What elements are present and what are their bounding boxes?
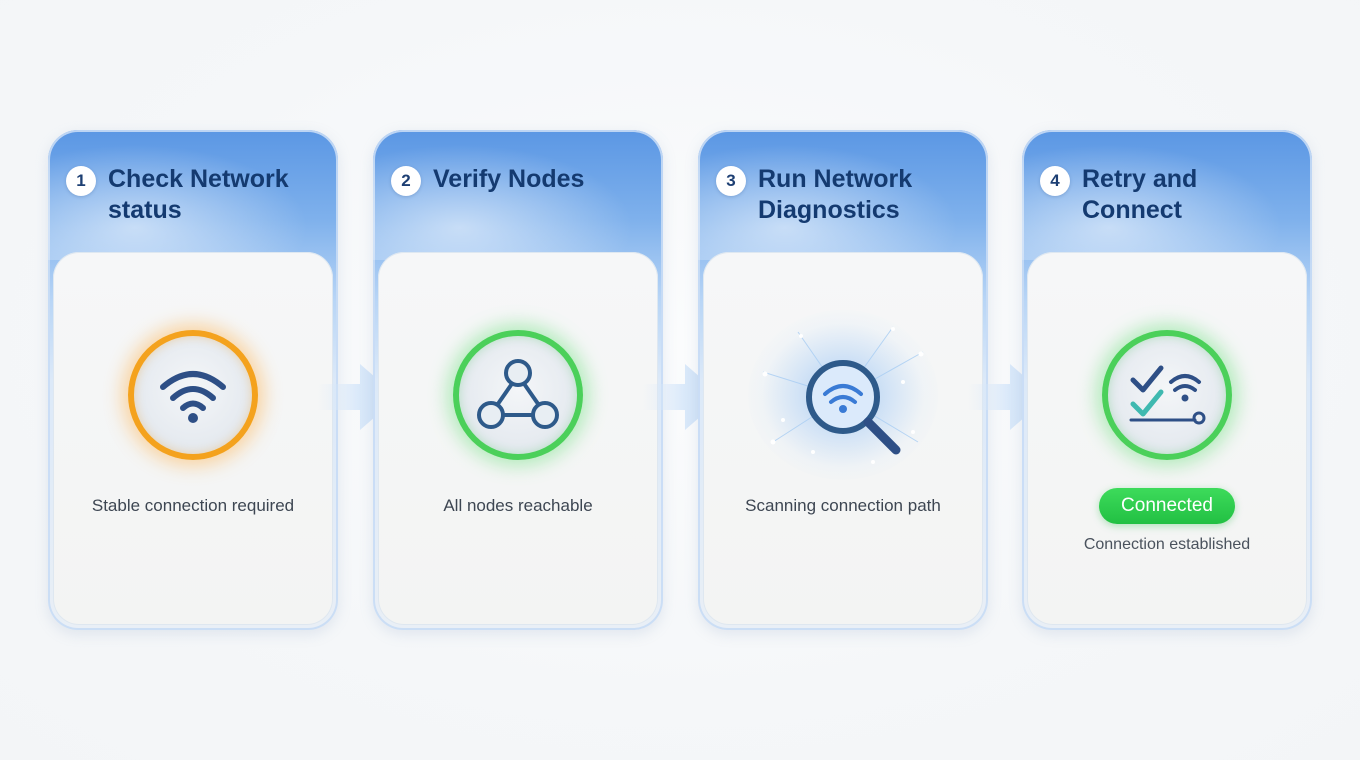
step-card-3: 3 Run Network Diagnostics [698, 130, 988, 630]
step-title: Retry and Connect [1082, 164, 1298, 226]
step-card-4: 4 Retry and Connect Connected Connection… [1022, 130, 1312, 630]
step-panel: All nodes reachable [378, 252, 658, 625]
step-panel: Connected Connection established [1027, 252, 1307, 625]
step-title-line: Verify Nodes [433, 165, 585, 193]
step-header-2: 2 Verify Nodes [391, 164, 649, 196]
step-number-badge: 4 [1040, 166, 1070, 196]
step-panel: Stable connection required [53, 252, 333, 625]
step-card-2: 2 Verify Nodes All nodes reachable [373, 130, 663, 630]
checkmark-connection-icon [1129, 365, 1206, 425]
status-ring [128, 330, 258, 460]
step-header-4: 4 Retry and Connect [1040, 164, 1298, 226]
step-card-1: 1 Check Network status Stable connection… [48, 130, 338, 630]
step-title-line: status [108, 196, 182, 224]
network-nodes-icon [477, 359, 559, 429]
step-description: Connection established [1083, 536, 1251, 553]
step-title-line: Run Network [758, 165, 913, 193]
connected-status-badge: Connected [1099, 488, 1235, 524]
step-title: Check Network status [108, 164, 289, 226]
step-description: Scanning connection path [745, 496, 941, 515]
step-title: Verify Nodes [433, 164, 584, 195]
magnifier-wifi-icon [806, 360, 901, 455]
step-description: Stable connection required [91, 496, 295, 515]
step-panel: Scanning connection path [703, 252, 983, 625]
status-ring [1102, 330, 1232, 460]
step-title-line: Diagnostics [758, 196, 900, 224]
step-title-line: Retry and Connect [1082, 165, 1198, 224]
step-number-badge: 2 [391, 166, 421, 196]
step-description: All nodes reachable [443, 496, 593, 515]
step-number-badge: 3 [716, 166, 746, 196]
step-number-badge: 1 [66, 166, 96, 196]
step-title-line: Check Network [108, 165, 289, 193]
step-title: Run Network Diagnostics [758, 164, 912, 226]
status-ring [453, 330, 583, 460]
wifi-icon [160, 371, 226, 423]
step-header-1: 1 Check Network status [66, 164, 324, 226]
step-header-3: 3 Run Network Diagnostics [716, 164, 974, 226]
